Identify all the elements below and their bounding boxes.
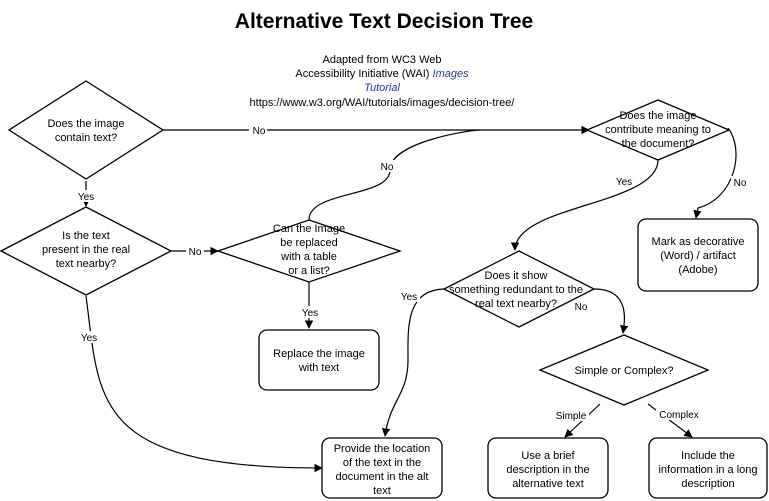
svg-text:or a list?: or a list?	[288, 265, 330, 277]
svg-text:Use a brief: Use a brief	[521, 450, 575, 462]
svg-text:Include the: Include the	[681, 450, 735, 462]
svg-text:be replaced: be replaced	[280, 237, 338, 249]
svg-text:the document?: the document?	[622, 138, 695, 150]
svg-text:real text nearby?: real text nearby?	[475, 298, 557, 310]
label-table-yes: Yes	[302, 308, 318, 319]
decision-contain-text: Does the image contain text?	[7, 80, 165, 180]
svg-text:text nearby?: text nearby?	[56, 258, 117, 270]
subtitle: Adapted from WC3 Web Accessibility Initi…	[250, 54, 516, 109]
svg-text:information in a long: information in a long	[658, 464, 757, 476]
subtitle-tutorial-link[interactable]: Tutorial	[364, 82, 400, 94]
svg-text:with a table: with a table	[280, 251, 337, 263]
label-nearby-yes: Yes	[81, 333, 97, 344]
decision-redundant: Does it show something redundant to the …	[442, 250, 596, 328]
svg-text:Does the image: Does the image	[619, 110, 696, 122]
subtitle-line-1: Adapted from WC3 Web	[322, 54, 441, 66]
svg-text:Simple or Complex?: Simple or Complex?	[574, 365, 673, 377]
svg-text:description in the: description in the	[506, 464, 589, 476]
svg-text:(Word) / artifact: (Word) / artifact	[660, 250, 736, 262]
svg-text:document in the alt: document in the alt	[336, 471, 429, 483]
edge-contribute-yes	[510, 159, 659, 251]
label-contribute-no: No	[734, 178, 747, 189]
svg-text:text: text	[373, 485, 391, 497]
svg-text:Does it show: Does it show	[485, 270, 548, 282]
edge-table-no	[308, 129, 481, 221]
action-provide-location: Provide the location of the text in the …	[321, 437, 443, 499]
label-simple: Simple	[556, 411, 587, 422]
svg-text:description: description	[681, 478, 734, 490]
label-complex: Complex	[659, 410, 698, 421]
svg-text:Can the Image: Can the Image	[273, 223, 345, 235]
svg-text:contain text?: contain text?	[55, 132, 117, 144]
svg-text:present in the real: present in the real	[42, 244, 130, 256]
subtitle-url: https://www.w3.org/WAI/tutorials/images/…	[250, 97, 516, 109]
svg-text:of the text in the: of the text in the	[343, 457, 421, 469]
svg-text:(Adobe): (Adobe)	[678, 264, 717, 276]
svg-text:something redundant to the: something redundant to the	[449, 284, 583, 296]
label-contain-no: No	[253, 126, 266, 137]
diagram-title: Alternative Text Decision Tree	[235, 10, 533, 33]
decision-simple-complex: Simple or Complex?	[538, 334, 710, 406]
action-replace-with-text: Replace the image with text	[258, 329, 380, 391]
decision-replace-table: Can the Image be replaced with a table o…	[215, 219, 403, 283]
svg-text:Replace the image: Replace the image	[273, 348, 365, 360]
svg-text:contribute meaning to: contribute meaning to	[605, 124, 711, 136]
edge-labels: No Yes No Yes No Yes Yes No Yes No Simpl…	[76, 124, 749, 422]
label-table-no: No	[381, 162, 394, 173]
svg-text:Is the text: Is the text	[62, 230, 110, 242]
label-redundant-yes: Yes	[401, 292, 417, 303]
edge-redundant-yes	[381, 288, 445, 437]
svg-text:Provide the location: Provide the location	[334, 443, 431, 455]
subtitle-line-2-text: Accessibility Initiative (WAI)	[295, 68, 432, 80]
subtitle-line-2: Accessibility Initiative (WAI) Images	[295, 68, 469, 80]
label-nearby-no: No	[189, 247, 202, 258]
label-contribute-yes: Yes	[616, 177, 632, 188]
svg-text:alternative text: alternative text	[512, 478, 584, 490]
svg-text:Mark as decorative: Mark as decorative	[652, 236, 745, 248]
svg-text:with text: with text	[298, 362, 339, 374]
edge-complex	[647, 403, 693, 438]
label-redundant-no: No	[575, 302, 588, 313]
label-contain-yes: Yes	[78, 192, 94, 203]
action-long-description: Include the information in a long descri…	[648, 437, 768, 499]
edge-redundant-no	[593, 288, 629, 334]
action-brief-description: Use a brief description in the alternati…	[487, 437, 609, 499]
decision-text-nearby: Is the text present in the real text nea…	[0, 206, 173, 296]
action-mark-decorative: Mark as decorative (Word) / artifact (Ad…	[637, 218, 759, 292]
subtitle-images-link[interactable]: Images	[433, 68, 470, 80]
svg-text:Does the image: Does the image	[47, 118, 124, 130]
decision-contribute-meaning: Does the image contribute meaning to the…	[585, 99, 731, 161]
